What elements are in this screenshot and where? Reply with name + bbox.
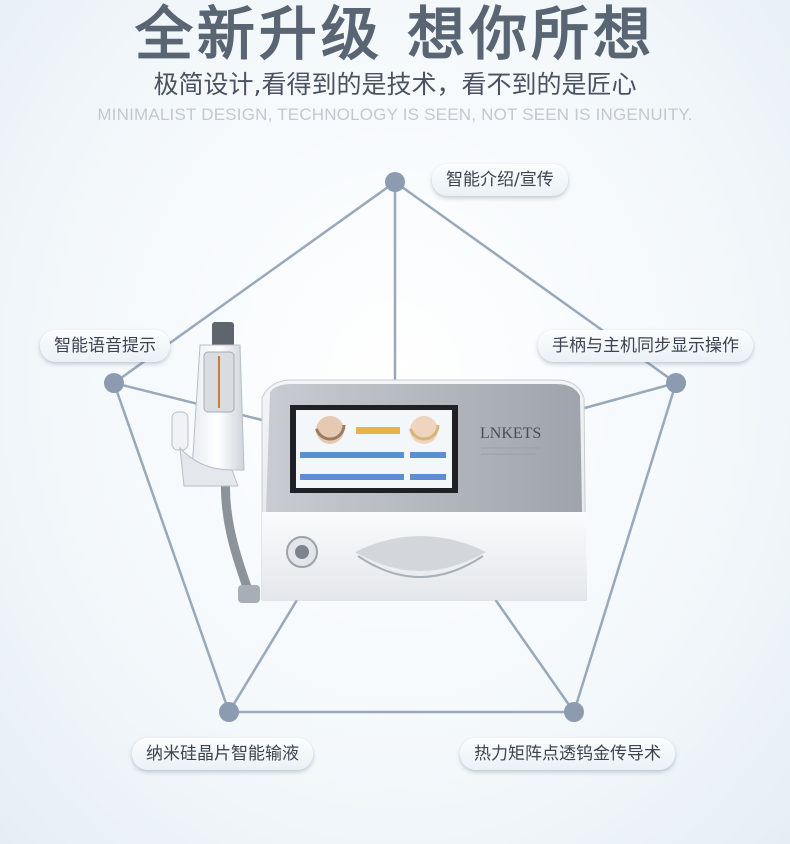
english-subtitle: MINIMALIST DESIGN, TECHNOLOGY IS SEEN, N…: [97, 105, 693, 124]
brand-tagline-lines: [481, 447, 540, 455]
node-left: [104, 373, 124, 393]
node-bottom-right: [564, 702, 584, 722]
page-title: 全新升级 想你所想: [134, 0, 656, 68]
device-brand: LNKETS: [480, 425, 541, 442]
node-top: [385, 172, 405, 192]
handpiece: [171, 322, 245, 487]
cable-connector: [238, 585, 260, 603]
feature-label-top: 智能介绍/宣传: [432, 164, 568, 196]
node-bottom-left: [219, 702, 239, 722]
device-screen: [290, 405, 458, 493]
feature-label-bottom-left: 纳米硅晶片智能输液: [132, 738, 313, 770]
node-right: [666, 373, 686, 393]
handpiece-cable: [220, 465, 255, 601]
pentagon-nodes: [104, 172, 686, 722]
feature-label-left: 智能语音提示: [40, 330, 170, 362]
page-subtitle: 极简设计,看得到的是技术，看不到的是匠心: [153, 70, 637, 99]
feature-label-right: 手柄与主机同步显示操作: [538, 330, 753, 362]
feature-label-bottom-right: 热力矩阵点透钨金传导术: [460, 738, 675, 770]
